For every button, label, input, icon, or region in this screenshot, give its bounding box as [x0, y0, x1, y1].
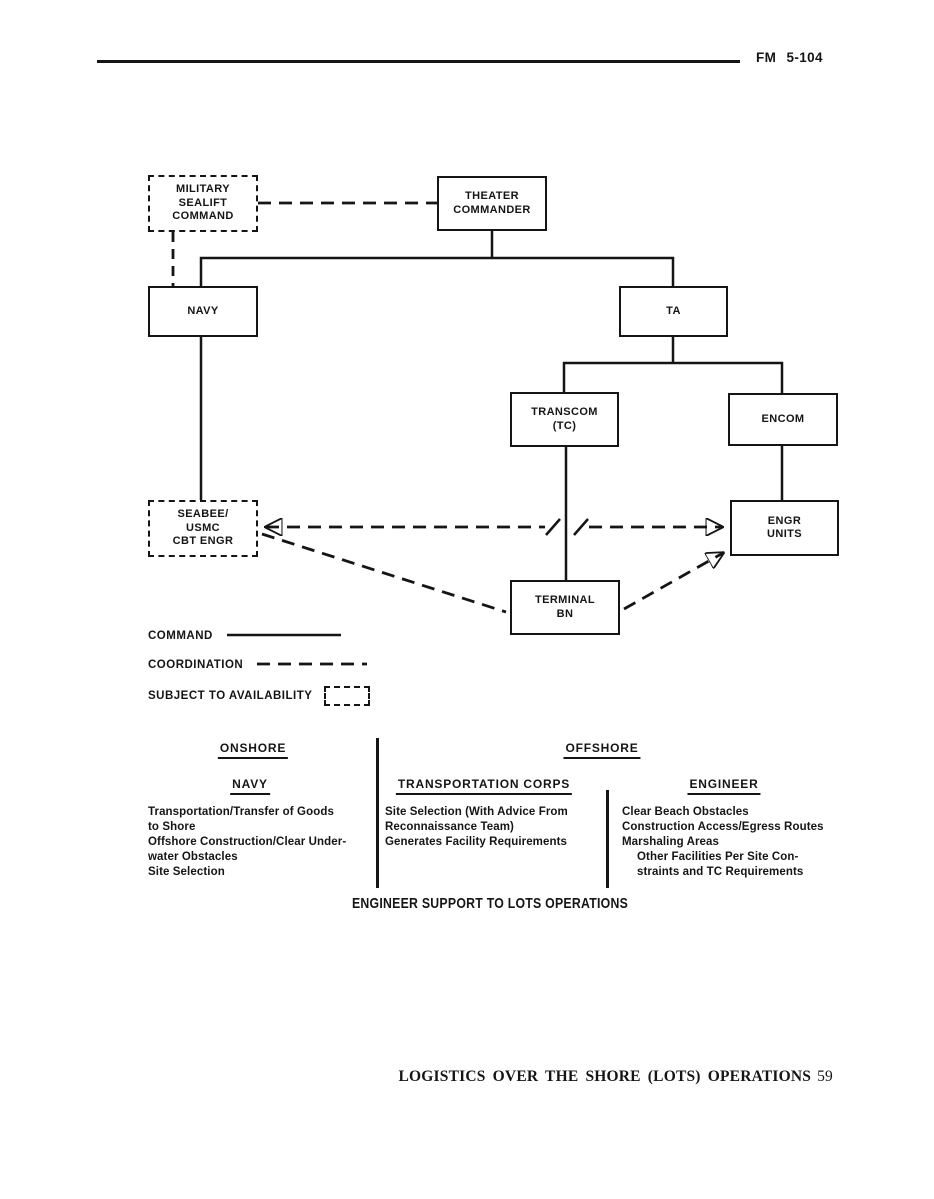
navy-column-header: NAVY: [230, 777, 270, 795]
text-line: Construction Access/Egress Routes: [622, 821, 824, 833]
node-label-line: TA: [666, 304, 681, 317]
text-line: Generates Facility Requirements: [385, 836, 568, 848]
node-theater-commander: THEATER COMMANDER: [437, 176, 547, 231]
node-seabee-usmc-cbt-engr: SEABEE/ USMC CBT ENGR: [148, 500, 258, 557]
crossing-tick-left: [545, 518, 561, 536]
node-label-line: CBT ENGR: [172, 535, 234, 548]
column-divider-onshore-offshore: [376, 738, 379, 888]
command-line-bus-navy-ta: [199, 256, 675, 286]
node-terminal-bn: TERMINAL BN: [510, 580, 620, 635]
node-label-line: SEALIFT: [178, 196, 228, 209]
page-number: 59: [817, 1068, 833, 1085]
manual-reference: FM 5-104: [756, 50, 823, 65]
text-line: Other Facilities Per Site Con-: [637, 851, 799, 863]
header-rule: [97, 60, 740, 63]
footer-title: LOGISTICS OVER THE SHORE (LOTS) OPERATIO…: [398, 1068, 812, 1085]
column-divider-tc-engineer: [606, 790, 609, 888]
page-footer: LOGISTICS OVER THE SHORE (LOTS) OPERATIO…: [399, 1068, 834, 1086]
legend-row-subject-to-availability: SUBJECT TO AVAILABILITY: [148, 686, 371, 706]
node-label-line: TRANSCOM: [531, 406, 598, 418]
legend-label-coordination: COORDINATION: [148, 659, 244, 671]
command-line-bus-transcom-encom: [562, 361, 784, 393]
node-transcom: TRANSCOM (TC): [510, 392, 619, 447]
coordination-line-seabee-terminal: [261, 532, 507, 614]
engineer-column-text: Clear Beach Obstacles Construction Acces…: [622, 805, 824, 880]
legend-label-subject-to-availability: SUBJECT TO AVAILABILITY: [148, 690, 313, 702]
transportation-corps-column-header: TRANSPORTATION CORPS: [395, 777, 573, 795]
node-encom: ENCOM: [728, 393, 838, 446]
legend-row-coordination: COORDINATION: [148, 659, 369, 671]
text-line: Transportation/Transfer of Goods: [148, 806, 334, 818]
text-line: Site Selection (With Advice From: [385, 806, 568, 818]
text-line: straints and TC Requirements: [637, 866, 804, 878]
node-label-line: UNITS: [767, 528, 802, 540]
text-line: water Obstacles: [148, 851, 238, 863]
text-line: to Shore: [148, 821, 196, 833]
node-label-line: NAVY: [187, 304, 219, 317]
text-line: Offshore Construction/Clear Under-: [148, 836, 347, 848]
node-engr-units: ENGR UNITS: [730, 500, 839, 556]
text-line: Site Selection: [148, 866, 225, 878]
node-navy: NAVY: [148, 286, 258, 337]
onshore-header: ONSHORE: [217, 741, 289, 759]
legend-row-command: COMMAND: [148, 630, 343, 642]
coordination-line-terminal-engrunits: [623, 553, 723, 611]
org-chart-connectors: [171, 201, 784, 614]
node-label-line: COMMAND: [172, 210, 234, 223]
text-line: Reconnaissance Team): [385, 821, 514, 833]
engineer-column-header: ENGINEER: [687, 777, 761, 795]
node-label-line: (TC): [552, 419, 577, 432]
solid-line-symbol: [225, 630, 343, 642]
node-label-line: TERMINAL: [534, 594, 596, 606]
dashed-line-symbol: [255, 659, 369, 671]
node-label-line: MILITARY: [176, 183, 230, 196]
text-line: Clear Beach Obstacles: [622, 806, 749, 818]
node-label-line: BN: [556, 607, 574, 620]
node-military-sealift-command: MILITARY SEALIFT COMMAND: [148, 175, 258, 232]
figure-caption: ENGINEER SUPPORT TO LOTS OPERATIONS: [351, 895, 629, 912]
node-label-line: SEABEE/: [177, 508, 229, 521]
offshore-header: OFFSHORE: [563, 741, 641, 759]
node-label-line: ENGR: [767, 514, 802, 527]
node-label-line: USMC: [186, 521, 220, 534]
node-label-line: ENCOM: [761, 412, 805, 425]
navy-column-text: Transportation/Transfer of Goods to Shor…: [148, 805, 346, 880]
dashed-box-symbol: [324, 686, 371, 706]
text-line: Marshaling Areas: [622, 836, 720, 848]
node-label-line: COMMANDER: [453, 203, 531, 216]
legend-label-command: COMMAND: [148, 630, 213, 642]
node-ta: TA: [619, 286, 728, 337]
crossing-tick-right: [573, 518, 589, 536]
transportation-corps-column-text: Site Selection (With Advice From Reconna…: [385, 805, 568, 850]
node-label-line: THEATER: [465, 190, 519, 202]
